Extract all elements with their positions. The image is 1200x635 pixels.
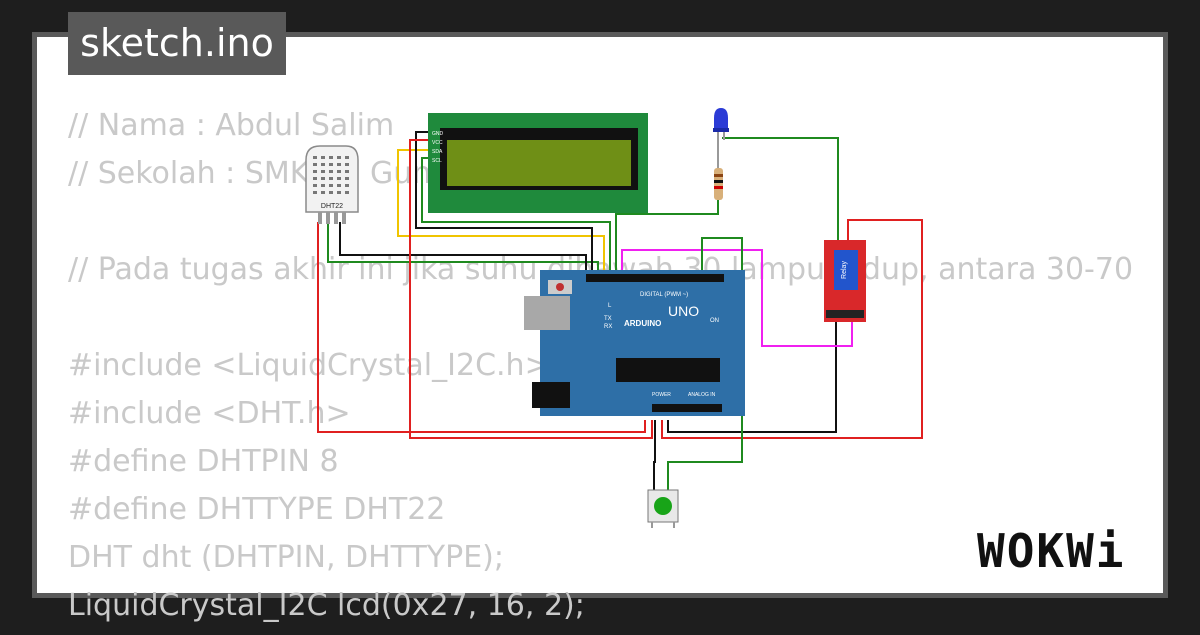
code-line: // Nama : Abdul Salim	[68, 108, 395, 143]
dht-grille-hole	[345, 177, 349, 180]
dht-grille-hole	[329, 177, 333, 180]
on-label: ON	[710, 318, 719, 324]
wire-relay-magenta	[621, 249, 853, 347]
code-line: LiquidCrystal_I2C lcd(0x27, 16, 2);	[68, 588, 585, 623]
dht-grille-hole	[321, 184, 325, 187]
dht-grille-hole	[337, 177, 341, 180]
dht-grille-hole	[321, 191, 325, 194]
wire-dht-red	[317, 222, 646, 433]
code-line: #define DHTTYPE DHT22	[68, 492, 446, 527]
dht-grille-hole	[329, 156, 333, 159]
wire-lcd-black	[415, 131, 593, 278]
dht-grille-hole	[313, 170, 317, 173]
wire-relay-black	[667, 322, 837, 433]
relay-label: Relay	[841, 261, 848, 279]
dht-grille-hole	[329, 184, 333, 187]
wire-dht-green	[327, 222, 599, 278]
lcd-display[interactable]: GND VCC SDA SCL	[428, 113, 648, 213]
dht-grille-hole	[313, 156, 317, 159]
dht-grille-hole	[345, 191, 349, 194]
wire-resistor	[615, 200, 719, 278]
dht-grille-hole	[329, 191, 333, 194]
code-line: DHT dht (DHTPIN, DHTTYPE);	[68, 540, 504, 575]
code-area: // Nama : Abdul Salim// Sekolah : SMKN 1…	[37, 37, 1163, 623]
dht-grille-hole	[337, 170, 341, 173]
wire-relay-red	[661, 219, 923, 439]
dht22-sensor[interactable]: DHT22	[305, 145, 359, 224]
lcd-pin-sda: SDA	[432, 149, 443, 155]
dht-grille-hole	[321, 170, 325, 173]
lcd-pin-gnd: GND	[432, 131, 444, 137]
rx-label: RX	[604, 324, 612, 330]
dht-grille-hole	[321, 177, 325, 180]
lcd-pin-labels: GND VCC SDA SCL	[432, 131, 444, 164]
dht-grille-hole	[345, 163, 349, 166]
dht-grille-hole	[329, 170, 333, 173]
dht-grille-hole	[345, 170, 349, 173]
digital-label: DIGITAL (PWM ~)	[640, 292, 688, 298]
dht-grille-hole	[329, 163, 333, 166]
tx-label: TX	[604, 316, 612, 322]
resistor	[714, 168, 723, 200]
wire-dht-black	[339, 222, 587, 278]
code-line: #define DHTPIN 8	[68, 444, 339, 479]
dht-grille-hole	[337, 191, 341, 194]
arduino-uno[interactable]: DIGITAL (PWM ~) UNO ARDUINO ON TX RX L P…	[524, 270, 745, 416]
wire-button-black	[653, 420, 656, 496]
sketch-title[interactable]: sketch.ino	[68, 12, 286, 75]
l-label: L	[608, 303, 612, 309]
push-button[interactable]	[647, 489, 679, 528]
wokwi-logo: WOKWi	[977, 524, 1126, 578]
dht-grille-hole	[313, 163, 317, 166]
code-line: #include <LiquidCrystal_I2C.h>	[68, 348, 550, 383]
dht-grille-hole	[337, 163, 341, 166]
dht-grille-hole	[313, 184, 317, 187]
dht-grille-hole	[337, 156, 341, 159]
analog-label: ANALOG IN	[688, 392, 716, 398]
dht-grille-hole	[313, 177, 317, 180]
dht-grille-hole	[321, 156, 325, 159]
wire-lcd-yellow	[397, 149, 605, 278]
relay-module[interactable]: Relay	[824, 240, 866, 322]
code-line: #include <DHT.h>	[68, 396, 351, 431]
dht-grille-hole	[321, 163, 325, 166]
code-listing: // Nama : Abdul Salim// Sekolah : SMKN 1…	[68, 107, 1133, 635]
blue-led[interactable]	[713, 108, 729, 168]
dht-grille-hole	[345, 184, 349, 187]
dht-grille-hole	[313, 191, 317, 194]
dht-grille-hole	[337, 184, 341, 187]
wire-lcd-green	[421, 157, 611, 278]
arduino-brand: ARDUINO	[624, 319, 661, 328]
wire-lcd-red	[409, 139, 653, 439]
power-label: POWER	[652, 392, 671, 398]
lcd-pin-scl: SCL	[432, 158, 442, 164]
uno-label: UNO	[668, 303, 699, 319]
dht-label: DHT22	[321, 203, 343, 210]
wire-led-green	[722, 137, 839, 244]
dht-grille-hole	[345, 156, 349, 159]
lcd-pin-vcc: VCC	[432, 140, 443, 146]
